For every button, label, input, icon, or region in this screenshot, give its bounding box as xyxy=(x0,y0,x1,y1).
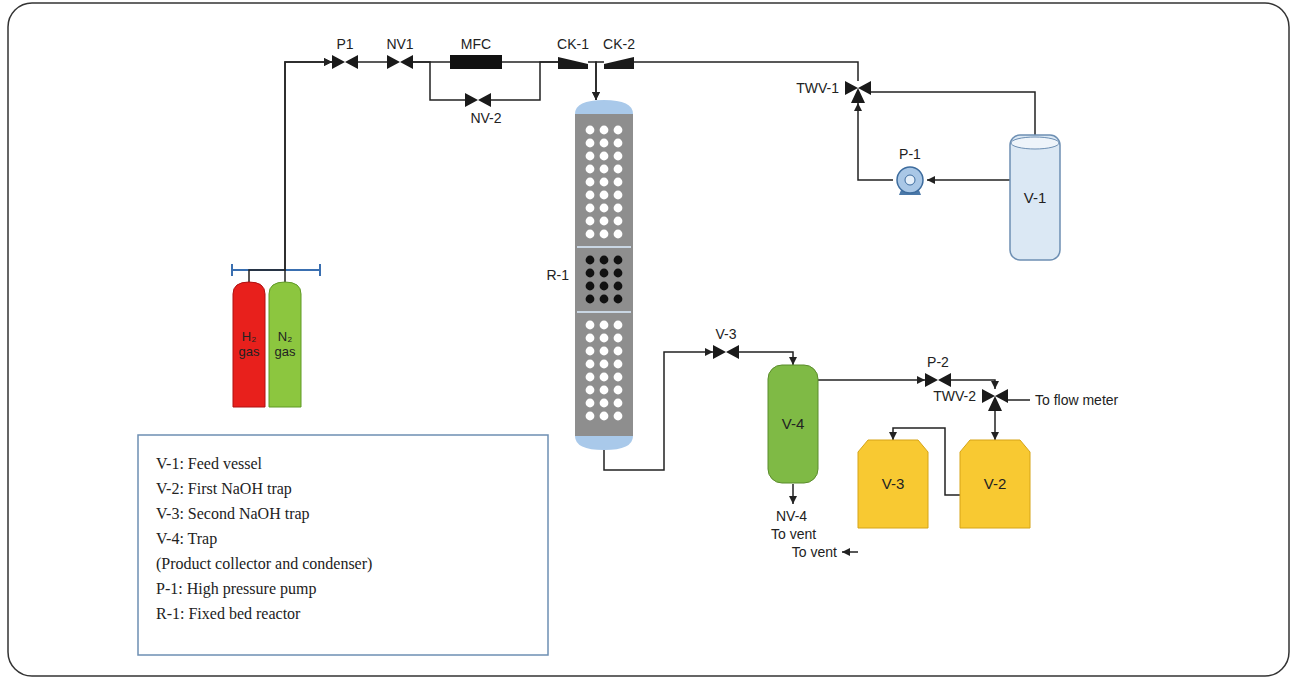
shape-outline xyxy=(604,55,634,69)
legend-line: V-1: Feed vessel xyxy=(156,451,372,476)
legend-line: R-1: Fixed bed reactor xyxy=(156,601,372,626)
part-label: NV-2 xyxy=(470,110,501,126)
part-label: TWV-1 xyxy=(796,80,839,96)
part-label: R-1 xyxy=(546,267,569,283)
part-label: P1 xyxy=(336,36,353,52)
part-label: NV1 xyxy=(386,36,413,52)
shape-outline xyxy=(465,93,491,107)
three-way-valve: TWV-1 xyxy=(845,81,871,103)
trap-vessel: V-4 xyxy=(768,365,818,483)
vessel-label: V-4 xyxy=(782,415,805,432)
pipe-line xyxy=(818,379,925,381)
valve-symbol: P-2 xyxy=(925,373,951,387)
gas-cylinder: H₂ gas xyxy=(233,282,265,407)
shape-outline xyxy=(558,55,588,69)
shape-outline xyxy=(450,55,502,69)
legend-line: P-1: High pressure pump xyxy=(156,576,372,601)
fixed-bed-reactor: R-1 xyxy=(575,100,633,450)
valve-symbol: V-3 xyxy=(713,345,739,359)
legend-line: V-4: Trap xyxy=(156,526,372,551)
legend-line: V-2: First NaOH trap xyxy=(156,476,372,501)
vessel-label: N₂ gas xyxy=(270,330,300,360)
flow-meter-line xyxy=(1008,399,1030,401)
vessel-label: V-1 xyxy=(1024,189,1047,206)
shape-outline xyxy=(845,81,871,103)
vessel-label: V-2 xyxy=(984,475,1007,492)
note-label: To vent xyxy=(770,526,817,542)
pipe-line xyxy=(249,62,332,282)
part-label: V-3 xyxy=(715,326,736,342)
check-valve: CK-1 xyxy=(558,55,588,69)
shape-outline xyxy=(332,55,358,69)
pipe-line xyxy=(927,179,1010,181)
pipe-line xyxy=(858,103,893,180)
shape-outline xyxy=(893,165,927,195)
note-label: To flow meter xyxy=(1034,392,1119,408)
pipe-line xyxy=(588,62,596,100)
three-way-valve: TWV-2 xyxy=(982,389,1008,411)
pipe-line xyxy=(994,411,996,440)
part-label: CK-1 xyxy=(557,36,589,52)
note-label: NV-4 xyxy=(775,508,808,524)
part-label: P-1 xyxy=(899,146,921,162)
feed-vessel: V-1 xyxy=(1010,135,1060,260)
shape-outline xyxy=(575,100,633,450)
shape-outline xyxy=(925,373,951,387)
vessel-label: V-3 xyxy=(882,475,905,492)
pipe-line xyxy=(634,62,858,81)
legend-line: (Product collector and condenser) xyxy=(156,551,372,576)
shape-outline xyxy=(982,389,1008,411)
naoh-trap: V-3 xyxy=(858,440,928,528)
pipe-line xyxy=(358,61,387,63)
pipe-line xyxy=(285,62,332,282)
mass-flow-controller: MFC xyxy=(450,55,502,69)
part-label: CK-2 xyxy=(603,36,635,52)
note-label: To vent xyxy=(791,544,838,560)
naoh-trap: V-2 xyxy=(960,440,1030,528)
part-label: P-2 xyxy=(927,354,949,370)
legend-box: V-1: Feed vesselV-2: First NaOH trapV-3:… xyxy=(138,435,548,655)
pipe-line xyxy=(739,352,793,365)
shape-outline xyxy=(387,55,413,69)
part-label: MFC xyxy=(461,36,491,52)
pipe-line xyxy=(596,62,604,100)
vent-line xyxy=(792,484,794,504)
legend-line: V-3: Second NaOH trap xyxy=(156,501,372,526)
valve-symbol: NV-2 xyxy=(465,93,491,107)
vent-line xyxy=(842,551,858,553)
pipe-line xyxy=(951,380,995,389)
pipe-line xyxy=(502,61,558,63)
valve-symbol: NV1 xyxy=(387,55,413,69)
gas-cylinder: N₂ gas xyxy=(269,282,301,407)
shape-outline xyxy=(713,345,739,359)
vessel-label: H₂ gas xyxy=(234,330,264,360)
part-label: TWV-2 xyxy=(933,388,976,404)
pipe-line xyxy=(871,92,1035,135)
frame-border xyxy=(8,3,1289,676)
pump-symbol: P-1 xyxy=(893,165,927,195)
check-valve: CK-2 xyxy=(604,55,634,69)
valve-symbol: P1 xyxy=(332,55,358,69)
